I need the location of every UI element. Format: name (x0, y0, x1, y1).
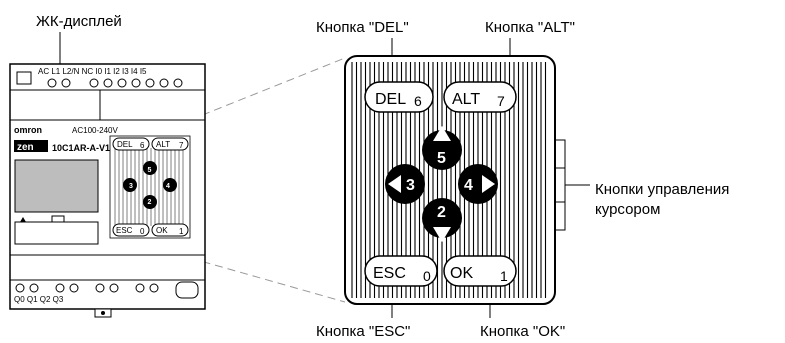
up-arrow-icon (433, 126, 451, 141)
small-right-key[interactable] (163, 178, 177, 192)
lcd-label: ЖК-дисплей (36, 13, 122, 30)
left-arrow-icon (388, 175, 401, 193)
bottom-terminals-text: Q0 Q1 Q2 Q3 (14, 295, 64, 304)
small-ok-key-num: 1 (179, 227, 184, 236)
small-esc-key-num: 0 (140, 227, 145, 236)
bottom-terminals (15, 283, 159, 293)
alt-button-label: Кнопка "ALT" (485, 19, 575, 36)
esc-key-label: ESC (373, 265, 406, 282)
small-left-key[interactable] (123, 178, 137, 192)
zen-logo (14, 140, 48, 152)
top-terminals (47, 78, 183, 88)
lcd-indicator-icon (20, 217, 26, 222)
left-key[interactable]: 3 (385, 164, 425, 204)
small-up-key[interactable] (143, 161, 157, 175)
model-text: 10C1AR-A-V1 (52, 143, 110, 153)
down-key[interactable]: 2 (422, 198, 462, 242)
small-ok-key[interactable] (151, 223, 189, 237)
plc-device: AC L1 L2/N NC I0 I1 I2 I3 I4 I5 omron AC… (9, 63, 206, 318)
ok-button-label: Кнопка "OK" (480, 323, 565, 340)
voltage-text: AC100-240V (72, 126, 118, 135)
small-left-key-num: 3 (129, 183, 133, 190)
top-left-slot (16, 71, 32, 85)
alt-key-label: ALT (452, 91, 480, 108)
small-down-key[interactable] (143, 195, 157, 209)
enlarged-keypad: DEL 6 ALT 7 ESC 0 OK 1 5 3 4 (344, 55, 556, 305)
right-key[interactable]: 4 (458, 164, 498, 204)
esc-button-label: Кнопка "ESC" (316, 323, 410, 340)
up-key-num: 5 (437, 150, 446, 167)
esc-key-num: 0 (423, 268, 431, 284)
small-keypad: DEL 6 ALT 7 ESC 0 OK 1 5 3 4 2 (109, 135, 191, 239)
right-arrow-icon (482, 175, 495, 193)
small-alt-key-label: ALT (156, 140, 170, 149)
del-key-label: DEL (375, 91, 406, 108)
small-right-key-num: 4 (166, 183, 170, 190)
lcd-screen (14, 159, 99, 213)
zoom-lines (189, 57, 346, 303)
lcd-lower-panel (14, 221, 99, 245)
small-alt-key-num: 7 (179, 141, 184, 150)
del-key[interactable] (364, 81, 434, 113)
small-ok-key-label: OK (156, 226, 168, 235)
small-del-key-label: DEL (117, 140, 133, 149)
small-alt-key[interactable] (151, 137, 189, 151)
down-arrow-icon (433, 227, 451, 242)
small-del-key-num: 6 (140, 141, 145, 150)
cursor-buttons-label-line1: Кнопки управления (595, 181, 729, 198)
alt-key-num: 7 (497, 93, 505, 109)
left-key-num: 3 (406, 177, 415, 194)
esc-key[interactable] (364, 255, 438, 287)
del-button-label: Кнопка "DEL" (316, 19, 409, 36)
ok-key-num: 1 (500, 268, 508, 284)
small-del-key[interactable] (112, 137, 150, 151)
top-terminals-text: AC L1 L2/N NC I0 I1 I2 I3 I4 I5 (38, 67, 147, 76)
small-esc-key-label: ESC (116, 226, 133, 235)
ok-key-label: OK (450, 265, 473, 282)
zen-logo-text: zen (17, 142, 34, 153)
right-key-num: 4 (464, 177, 473, 194)
expansion-port (175, 281, 199, 299)
down-key-num: 2 (437, 204, 446, 221)
small-esc-key[interactable] (112, 223, 150, 237)
small-up-key-num: 5 (148, 167, 152, 174)
brand-text: omron (14, 125, 42, 135)
alt-key[interactable] (443, 81, 517, 113)
up-key[interactable]: 5 (422, 126, 462, 170)
cursor-buttons-label-line2: курсором (595, 201, 660, 218)
ok-key[interactable] (443, 255, 517, 287)
small-down-key-num: 2 (148, 199, 152, 206)
del-key-num: 6 (414, 93, 422, 109)
